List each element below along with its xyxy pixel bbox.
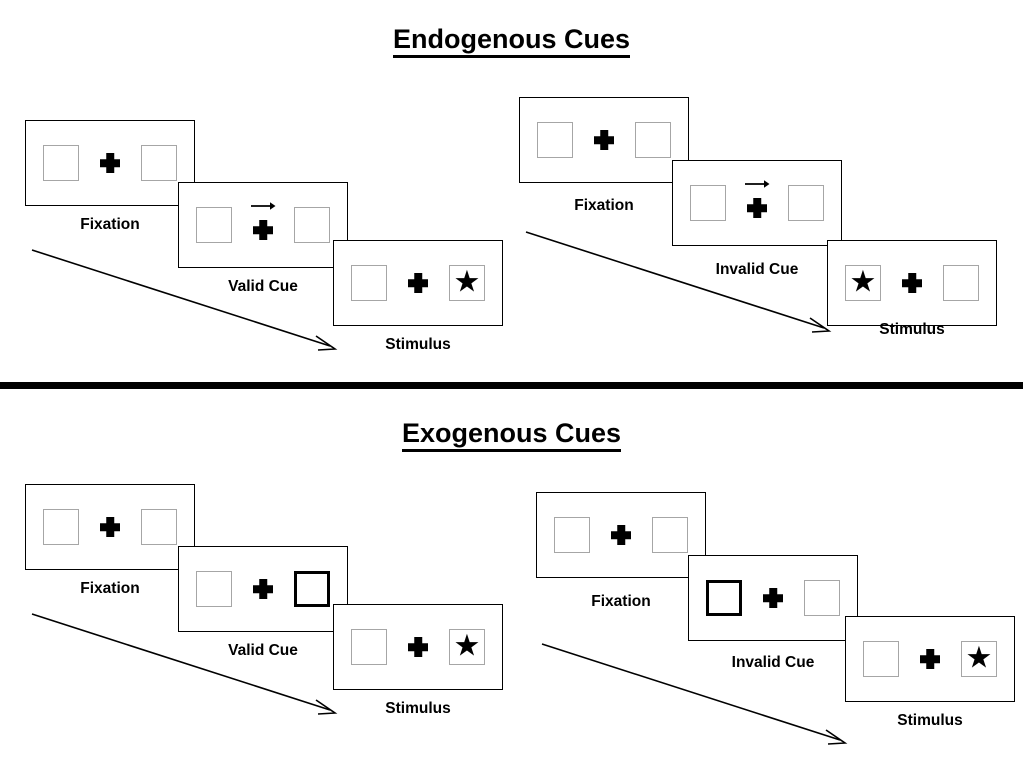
panel-endogenous-valid-cue[interactable] [178, 182, 348, 268]
fixation-cross-wrap [250, 567, 276, 611]
star-target-icon: ★ [849, 265, 877, 299]
caption-exogenous-valid-stimulus: Stimulus [385, 700, 451, 717]
caption-exogenous-invalid-cue: Invalid Cue [731, 654, 815, 671]
fixation-cross-icon [253, 220, 273, 240]
stimulus-box-left[interactable]: ★ [845, 265, 881, 301]
stimulus-box-left[interactable] [43, 145, 79, 181]
caption-exogenous-valid-fixation: Fixation [80, 580, 140, 597]
star-target-icon: ★ [453, 629, 481, 663]
fixation-cross-icon [100, 517, 120, 537]
stimulus-box-right[interactable] [294, 207, 330, 243]
stimulus-box-left-cued[interactable] [706, 580, 742, 616]
fixation-cross-wrap [405, 261, 431, 305]
panel-content: ★ [334, 241, 502, 325]
caption-endogenous-invalid-stimulus: Stimulus [879, 321, 945, 338]
stimulus-box-right[interactable]: ★ [449, 265, 485, 301]
panel-exogenous-valid-cue[interactable] [178, 546, 348, 632]
arrow-right-icon [744, 179, 770, 189]
panel-content: ★ [846, 617, 1014, 701]
fixation-cross-icon [408, 637, 428, 657]
stimulus-box-left[interactable] [196, 207, 232, 243]
panel-endogenous-invalid-fixation[interactable] [519, 97, 689, 183]
stimulus-box-right[interactable] [652, 517, 688, 553]
panel-content [537, 493, 705, 577]
section-title-endogenous-text: Endogenous Cues [392, 24, 630, 58]
stimulus-box-left[interactable] [351, 629, 387, 665]
panel-content [673, 161, 841, 245]
caption-endogenous-valid-stimulus: Stimulus [385, 336, 451, 353]
caption-exogenous-valid-cue: Valid Cue [228, 642, 298, 659]
fixation-cross-icon [920, 649, 940, 669]
stimulus-box-right[interactable] [804, 580, 840, 616]
fixation-cross-wrap [899, 261, 925, 305]
fixation-cross-wrap [250, 201, 276, 247]
caption-exogenous-invalid-fixation: Fixation [591, 593, 651, 610]
fixation-cross-wrap [97, 505, 123, 549]
fixation-cross-wrap [760, 576, 786, 620]
panel-content [179, 547, 347, 631]
panel-exogenous-valid-stimulus[interactable]: ★ [333, 604, 503, 690]
panel-content [689, 556, 857, 640]
panel-endogenous-valid-fixation[interactable] [25, 120, 195, 206]
panel-exogenous-valid-fixation[interactable] [25, 484, 195, 570]
arrow-right-icon [250, 201, 276, 211]
panel-content: ★ [828, 241, 996, 325]
stimulus-box-left[interactable] [43, 509, 79, 545]
fixation-cross-icon [100, 153, 120, 173]
fixation-cross-icon [747, 198, 767, 218]
fixation-cross-icon [902, 273, 922, 293]
stimulus-box-right[interactable]: ★ [961, 641, 997, 677]
section-title-exogenous: Exogenous Cues [0, 418, 1023, 452]
section-divider [0, 382, 1023, 389]
stimulus-box-right[interactable] [141, 509, 177, 545]
panel-endogenous-valid-stimulus[interactable]: ★ [333, 240, 503, 326]
panel-endogenous-invalid-stimulus[interactable]: ★ [827, 240, 997, 326]
fixation-cross-icon [611, 525, 631, 545]
caption-endogenous-invalid-cue: Invalid Cue [715, 261, 799, 278]
star-target-icon: ★ [965, 641, 993, 675]
fixation-cross-icon [594, 130, 614, 150]
panel-exogenous-invalid-cue[interactable] [688, 555, 858, 641]
stimulus-box-right-cued[interactable] [294, 571, 330, 607]
star-target-icon: ★ [453, 265, 481, 299]
panel-content [520, 98, 688, 182]
fixation-cross-wrap [608, 513, 634, 557]
panel-exogenous-invalid-stimulus[interactable]: ★ [845, 616, 1015, 702]
fixation-cross-wrap [744, 179, 770, 225]
panel-endogenous-invalid-cue[interactable] [672, 160, 842, 246]
fixation-cross-wrap [917, 637, 943, 681]
fixation-cross-wrap [405, 625, 431, 669]
section-endogenous-cues: Endogenous Cues Fixation [0, 0, 1023, 385]
stimulus-box-right[interactable] [788, 185, 824, 221]
panel-content [179, 183, 347, 267]
section-title-endogenous: Endogenous Cues [0, 24, 1023, 58]
stimulus-box-left[interactable] [351, 265, 387, 301]
stimulus-box-left[interactable] [690, 185, 726, 221]
caption-endogenous-valid-fixation: Fixation [80, 216, 140, 233]
stimulus-box-left[interactable] [554, 517, 590, 553]
stimulus-box-right[interactable] [635, 122, 671, 158]
stimulus-box-right[interactable] [943, 265, 979, 301]
panel-content [26, 121, 194, 205]
fixation-cross-wrap [591, 118, 617, 162]
fixation-cross-icon [253, 579, 273, 599]
stimulus-box-right[interactable] [141, 145, 177, 181]
caption-exogenous-invalid-stimulus: Stimulus [897, 712, 963, 729]
panel-exogenous-invalid-fixation[interactable] [536, 492, 706, 578]
panel-content [26, 485, 194, 569]
section-title-exogenous-text: Exogenous Cues [401, 418, 622, 452]
panel-content: ★ [334, 605, 502, 689]
stimulus-box-left[interactable] [537, 122, 573, 158]
fixation-cross-wrap [97, 141, 123, 185]
caption-endogenous-invalid-fixation: Fixation [574, 197, 634, 214]
caption-endogenous-valid-cue: Valid Cue [228, 278, 298, 295]
stimulus-box-right[interactable]: ★ [449, 629, 485, 665]
fixation-cross-icon [763, 588, 783, 608]
stimulus-box-left[interactable] [863, 641, 899, 677]
fixation-cross-icon [408, 273, 428, 293]
stimulus-box-left[interactable] [196, 571, 232, 607]
